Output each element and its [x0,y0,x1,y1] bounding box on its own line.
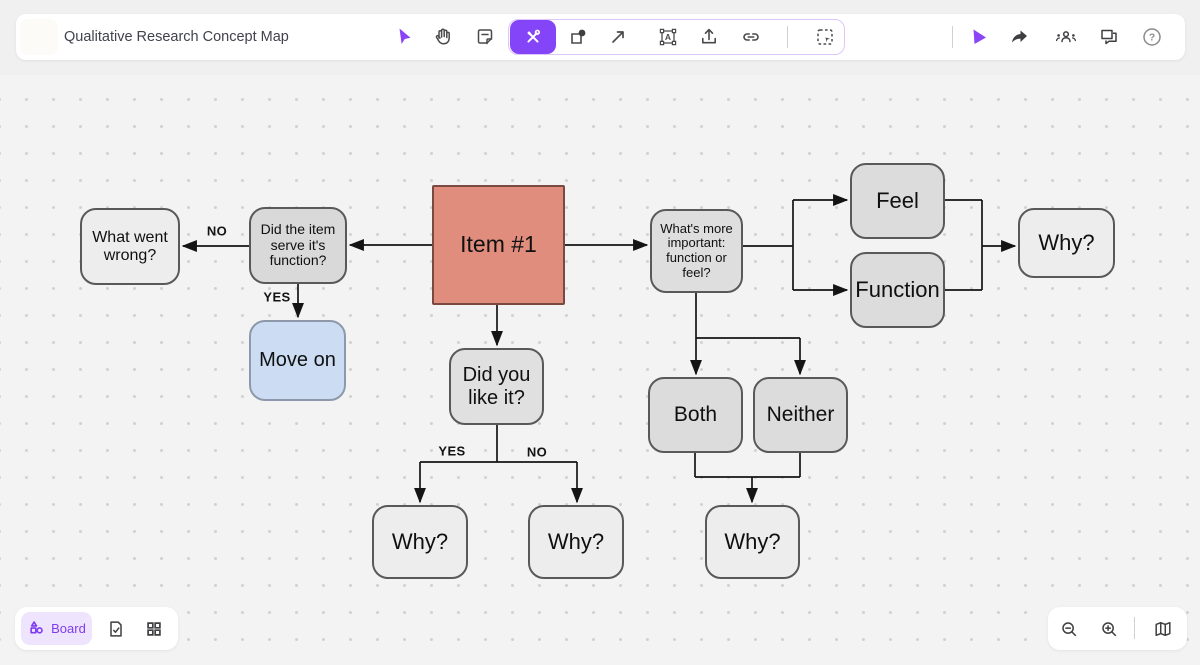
arrow-up-right-icon [607,26,629,48]
node-did-you-like-it[interactable]: Did you like it? [449,348,544,425]
text-frame-icon: A [657,26,679,48]
edge-label-no: NO [526,444,548,460]
tab-doc-button[interactable] [103,616,129,642]
upload-icon [698,26,720,48]
chat-icon [1098,26,1120,48]
toolbar-divider [952,26,953,48]
node-move-on[interactable]: Move on [249,320,346,401]
node-label: Both [673,403,718,427]
comments-button[interactable] [1096,24,1122,50]
node-label: Did the item serve it's function? [260,220,336,269]
people-icon [1054,26,1078,48]
edge-label-no: NO [206,223,228,239]
share-button[interactable] [1006,24,1032,50]
tab-apps-button[interactable] [141,616,167,642]
share-arrow-icon [1012,30,1027,43]
node-label: Feel [876,187,919,213]
node-label: Move on [259,349,336,372]
view-switcher: Board [15,607,178,650]
link-icon [740,26,762,48]
node-label: What went wrong? [92,228,168,264]
home-button[interactable] [20,19,58,55]
board-shapes-icon [27,619,46,638]
node-item-1[interactable]: Item #1 [432,185,565,305]
zoom-out-icon [1059,619,1079,639]
square-circle-icon [567,29,586,48]
toolbar-container: Qualitative Research Concept Map [16,14,1185,60]
upload-tool-button[interactable] [696,24,722,50]
edge-label-yes: YES [263,289,291,305]
hand-icon [432,26,454,48]
node-label: Did you like it? [462,364,531,409]
cursor-icon [399,28,411,44]
node-both[interactable]: Both [648,377,743,453]
node-did-item-serve[interactable]: Did the item serve it's function? [249,207,347,284]
node-why-right[interactable]: Why? [1018,208,1115,278]
node-neither[interactable]: Neither [753,377,848,453]
tab-board[interactable]: Board [21,612,92,645]
select-tool-button[interactable] [391,24,417,50]
top-toolbar: Qualitative Research Concept Map [0,0,1200,75]
grid-icon [144,619,164,639]
pan-tool-button[interactable] [430,24,456,50]
node-label: Why? [547,528,605,554]
zoom-in-button[interactable] [1096,616,1122,642]
dashed-select-icon [814,26,836,48]
zoom-out-button[interactable] [1056,616,1082,642]
question-circle-icon: ? [1141,26,1163,48]
node-why-yes[interactable]: Why? [372,505,468,579]
node-label: Why? [1038,229,1095,255]
text-tool-button[interactable]: A [655,24,681,50]
minimap-button[interactable] [1150,616,1176,642]
board-title[interactable]: Qualitative Research Concept Map [64,29,289,45]
minimap-icon [1153,619,1173,639]
shape-tool-button[interactable] [565,24,591,50]
marquee-tool-button[interactable] [812,24,838,50]
node-function[interactable]: Function [850,252,945,328]
tab-board-label: Board [51,621,86,636]
node-why-both-neither[interactable]: Why? [705,505,800,579]
node-whats-more-important[interactable]: What's more important: function or feel? [650,209,743,293]
sticky-note-icon [474,26,496,48]
node-label: Why? [391,528,449,554]
svg-text:?: ? [1149,33,1155,44]
node-label: Neither [766,403,835,427]
zoom-in-icon [1099,619,1119,639]
present-button[interactable] [966,24,992,50]
node-label: Function [855,276,940,302]
hammer-wrench-icon [527,27,543,47]
node-label: Item #1 [460,231,537,258]
toolbar-divider [787,26,788,48]
node-label: Why? [724,528,781,554]
tools-menu-button[interactable] [510,20,556,54]
node-feel[interactable]: Feel [850,163,945,239]
note-tool-button[interactable] [472,24,498,50]
help-button[interactable]: ? [1139,24,1165,50]
node-why-no[interactable]: Why? [528,505,624,579]
svg-text:A: A [665,32,671,42]
connector-tool-button[interactable] [605,24,631,50]
doc-check-icon [106,619,126,639]
node-label: What's more important: function or feel? [660,220,733,280]
tool-palette-group [508,19,845,55]
edge-label-yes: YES [438,443,466,459]
link-tool-button[interactable] [738,24,764,50]
footer-divider [1134,617,1135,639]
collaborators-button[interactable] [1053,24,1079,50]
play-cursor-icon [973,29,986,44]
zoom-controls [1048,607,1187,650]
node-what-went-wrong[interactable]: What went wrong? [80,208,180,285]
